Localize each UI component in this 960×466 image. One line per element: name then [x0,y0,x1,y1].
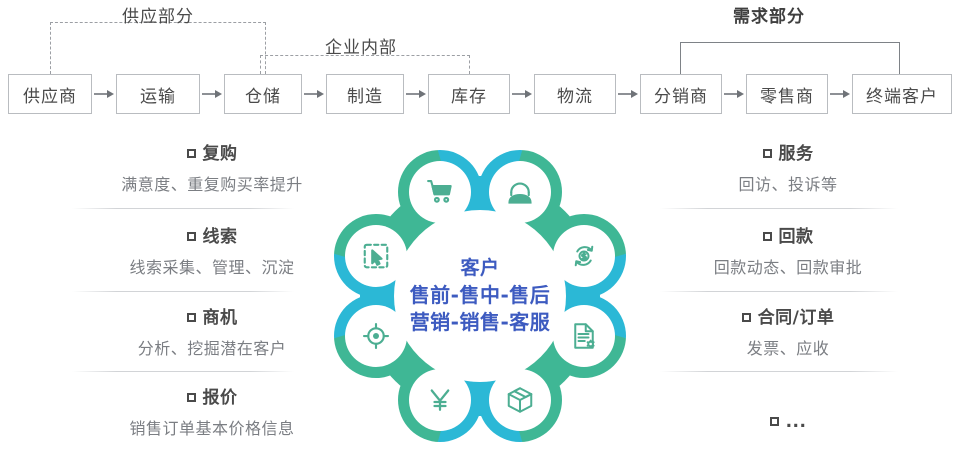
flow-arrow-6 [618,90,638,98]
feature-title: 复购 [202,144,238,164]
feature-title-row: 复购 [62,143,362,166]
feature-title: 报价 [202,388,238,408]
feature-desc: 线索采集、管理、沉淀 [129,257,295,277]
flow-arrow-4 [406,90,426,98]
feature-left-repurchase: 复购 满意度、重复购买率提升 [62,143,362,195]
feature-desc: 分析、挖掘潜在客户 [137,338,287,358]
flow-node-distributor[interactable]: 分销商 [640,74,722,114]
feature-divider [660,208,898,209]
bracket-label-supply: 供应部分 [122,7,194,27]
feature-title: 合同/订单 [757,308,835,328]
ring-node-shopping-cart[interactable] [409,161,471,223]
bracket-internal [260,55,470,74]
flow-node-label: 零售商 [760,86,814,107]
feature-divider [72,371,294,372]
flow-node-label: 库存 [451,86,487,107]
flow-arrow-5 [512,90,532,98]
money-cycle-icon [574,245,594,267]
feature-title-row: 线索 [62,226,362,249]
feature-desc: 回款动态、回款审批 [713,257,863,277]
shopping-cart-icon [427,179,452,203]
feature-title-row: 合同/订单 [638,307,938,330]
yuan-icon [430,389,450,411]
feature-left-quotation: 报价 销售订单基本价格信息 [62,387,362,439]
feature-desc: 发票、应收 [746,338,830,358]
bullet-square-icon [186,149,196,158]
flow-node-manufacture[interactable]: 制造 [326,74,404,114]
flow-node-end-customer[interactable]: 终端客户 [852,74,952,114]
feature-divider [72,291,294,292]
feature-title-row: 商机 [62,307,362,330]
ring-node-yuan[interactable] [409,369,471,431]
feature-desc: 回访、投诉等 [738,174,838,194]
flow-node-label: 仓储 [245,86,281,107]
flow-node-supplier[interactable]: 供应商 [8,74,92,114]
flow-arrow-2 [202,90,222,98]
bullet-square-icon [741,313,751,322]
feature-title-row: 回款 [638,226,938,249]
flow-node-label: 分销商 [654,86,708,107]
flow-node-label: 终端客户 [866,86,938,107]
cursor-select-icon [363,243,389,269]
flow-node-label: 物流 [557,86,593,107]
document-gear-icon [574,323,595,349]
ring-graphic [318,134,642,458]
bracket-label-demand: 需求部分 [733,7,805,27]
flow-arrow-8 [830,90,850,98]
feature-desc: 满意度、重复购买率提升 [121,174,303,194]
feature-divider [660,371,898,372]
feature-title-row: 报价 [62,387,362,410]
feature-right-contract: 合同/订单 发票、应收 [638,307,938,359]
bullet-square-icon [762,149,772,158]
feature-title: 线索 [202,227,238,247]
bracket-demand [680,42,900,74]
feature-right-payment: 回款 回款动态、回款审批 [638,226,938,278]
feature-title-row: 服务 [638,143,938,166]
feature-title: 回款 [778,227,814,247]
bracket-supply [50,22,266,74]
flow-node-label: 运输 [140,86,176,107]
ring-node-cursor-select[interactable] [345,225,407,287]
feature-divider [660,291,898,292]
flow-node-label: 制造 [347,86,383,107]
bullet-square-icon [186,313,196,322]
bullet-square-icon [186,393,196,402]
flow-node-transport[interactable]: 运输 [116,74,200,114]
bullet-square-icon [769,417,779,426]
ring-node-money-cycle[interactable] [553,225,615,287]
ring-node-target[interactable] [345,305,407,367]
feature-right-more: ... [638,411,938,434]
ring-node-document-gear[interactable] [553,305,615,367]
feature-desc: 销售订单基本价格信息 [129,418,295,438]
feature-left-lead: 线索 线索采集、管理、沉淀 [62,226,362,278]
package-box-icon [507,387,533,413]
feature-title: 服务 [778,144,814,164]
flow-node-warehouse[interactable]: 仓储 [224,74,302,114]
bracket-label-internal: 企业内部 [325,38,397,58]
flow-node-logistics[interactable]: 物流 [534,74,616,114]
target-icon [362,322,390,350]
feature-title: ... [785,412,807,432]
feature-title: 商机 [202,308,238,328]
feature-divider [72,208,294,209]
bullet-square-icon [186,232,196,241]
customer-service-icon [508,182,532,204]
bullet-square-icon [762,232,772,241]
flow-node-label: 供应商 [23,86,77,107]
feature-right-service: 服务 回访、投诉等 [638,143,938,195]
flow-node-retailer[interactable]: 零售商 [746,74,828,114]
flow-node-inventory[interactable]: 库存 [428,74,510,114]
flow-arrow-3 [304,90,324,98]
flow-arrow-7 [724,90,744,98]
customer-lifecycle-ring: 客户 售前-售中-售后 营销-销售-客服 [318,134,642,458]
flow-arrow-1 [94,90,114,98]
ring-node-package-box[interactable] [489,369,551,431]
ring-node-customer-service[interactable] [489,161,551,223]
feature-left-opportunity: 商机 分析、挖掘潜在客户 [62,307,362,359]
feature-title-row: ... [638,411,938,434]
